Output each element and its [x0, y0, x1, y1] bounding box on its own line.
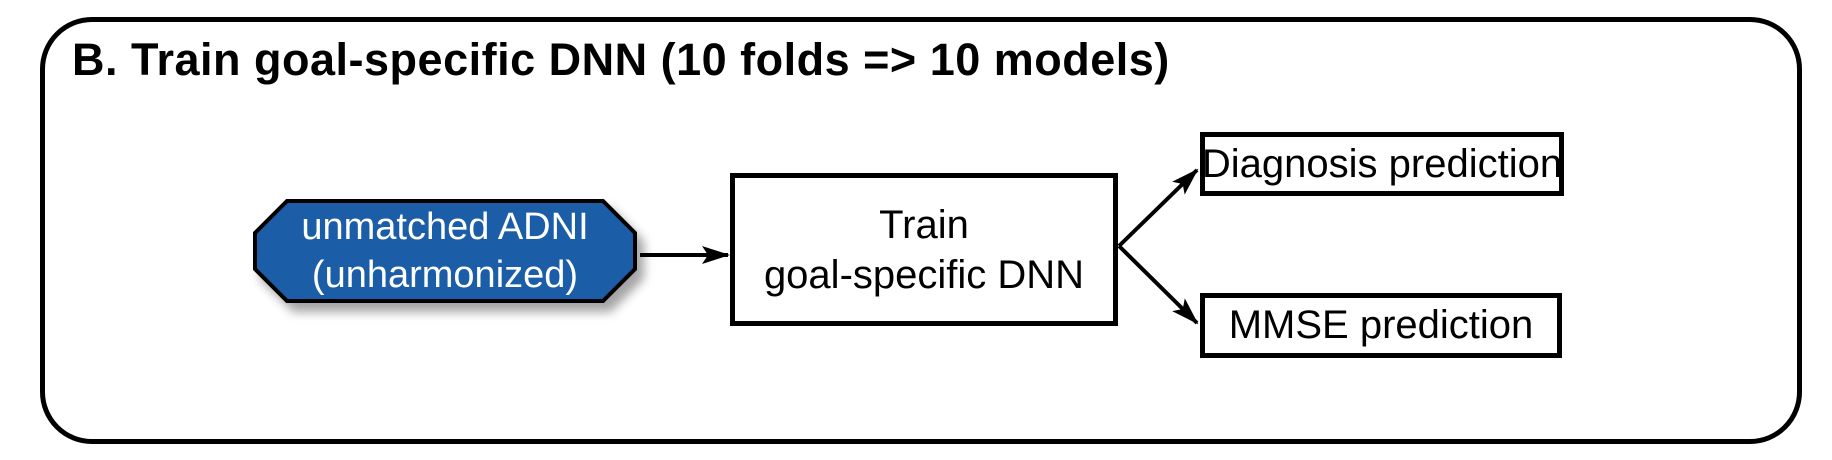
train-node-line1: Train [879, 202, 969, 247]
input-node-line1: unmatched ADNI [301, 206, 589, 248]
panel-title: B. Train goal-specific DNN (10 folds => … [72, 34, 1170, 85]
train-node-line2: goal-specific DNN [763, 252, 1085, 297]
octagon-label: unmatched ADNI (unharmonized) [253, 199, 637, 303]
octagon-shape [253, 199, 637, 303]
mmse-node-label: MMSE prediction [1228, 303, 1534, 347]
diagnosis-node-label: Diagnosis prediction [1201, 141, 1563, 186]
node-input-unmatched-adni: unmatched ADNI (unharmonized) [253, 199, 637, 303]
input-node-line2: (unharmonized) [311, 254, 579, 296]
node-mmse-prediction: MMSE prediction [1200, 293, 1562, 358]
node-train-goal-specific-dnn: Train goal-specific DNN [730, 173, 1118, 326]
octagon-polygon [253, 199, 637, 303]
node-diagnosis-prediction: Diagnosis prediction [1200, 132, 1564, 196]
